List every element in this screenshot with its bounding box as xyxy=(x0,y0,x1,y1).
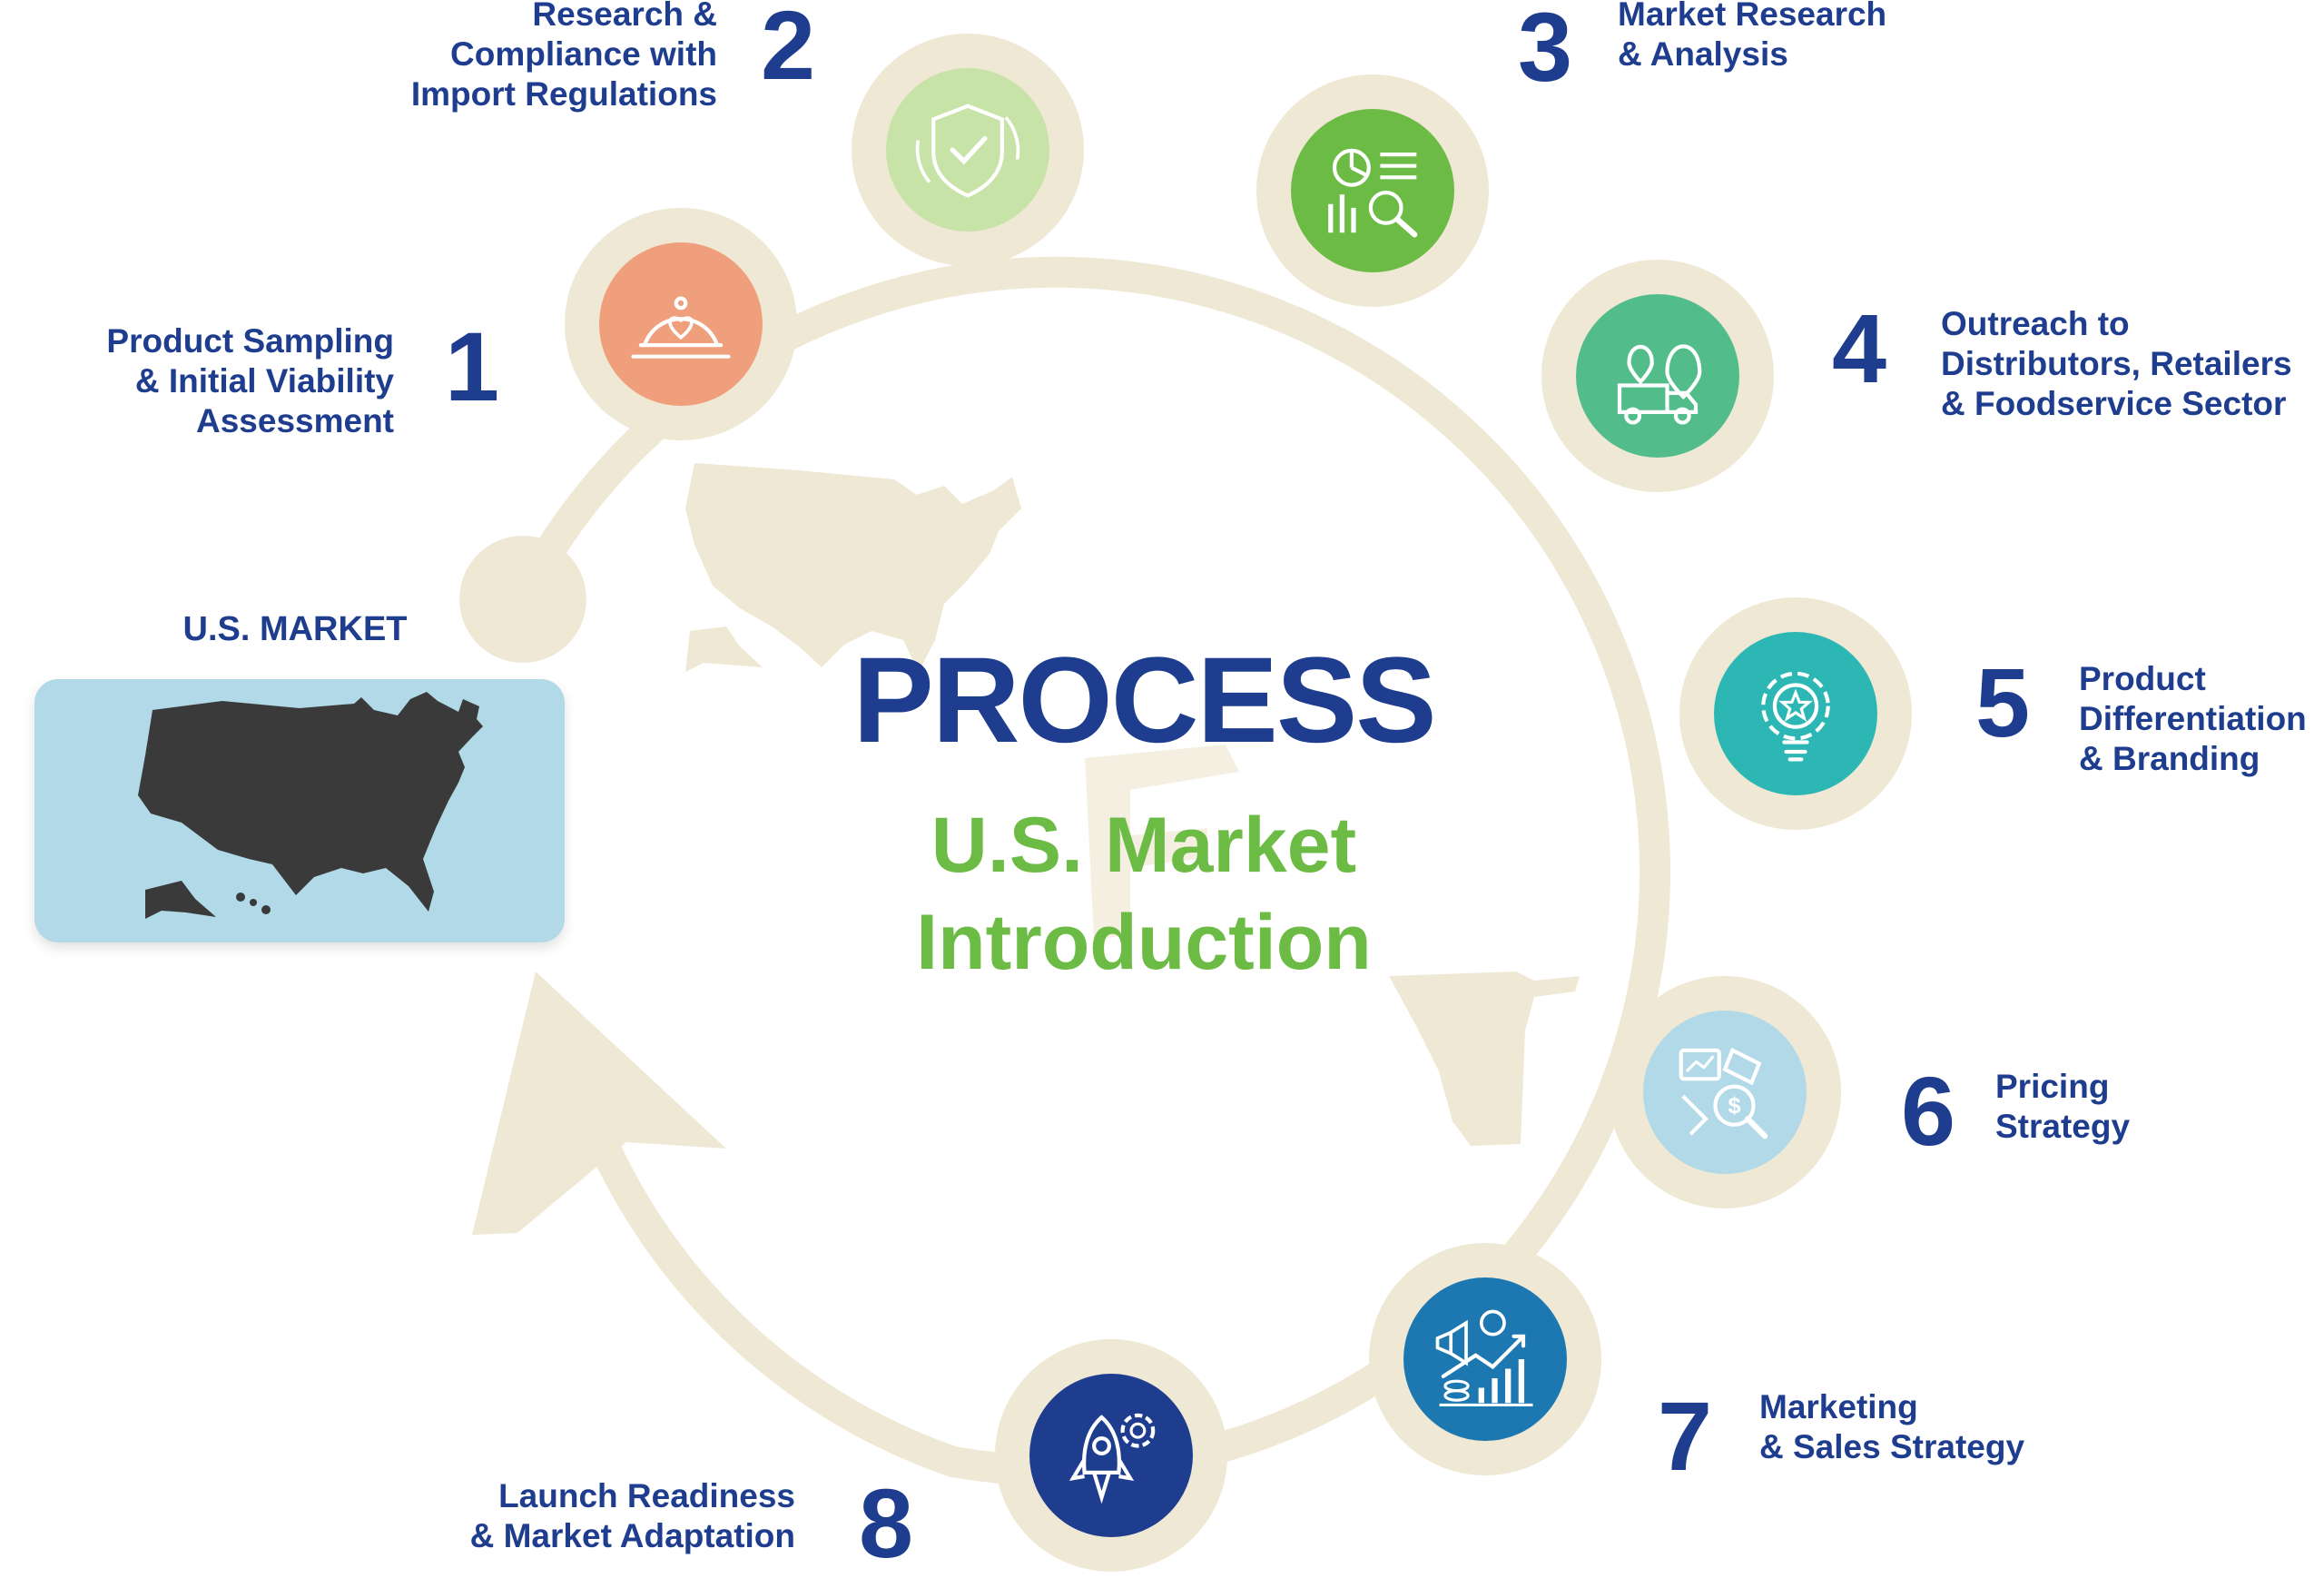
step-4-number: 4 xyxy=(1832,293,1887,403)
step-3-node xyxy=(1291,109,1454,272)
step-8-disc xyxy=(1029,1374,1193,1537)
step-2-node xyxy=(886,68,1049,232)
step-7-number: 7 xyxy=(1658,1381,1713,1491)
step-8-label: Launch Readiness& Market Adaptation xyxy=(469,1477,795,1554)
cycle-start-dot xyxy=(459,536,586,663)
shield-check-icon xyxy=(915,104,1020,198)
us-market-map-panel xyxy=(34,679,565,942)
step-1-node xyxy=(599,242,763,406)
namibia-map-watermark xyxy=(1389,971,1580,1146)
step-1-number: 1 xyxy=(445,311,500,421)
us-market-label: U.S. MARKET xyxy=(182,610,408,648)
analytics-magnifier-icon xyxy=(1328,148,1418,238)
step-2-number: 2 xyxy=(761,0,816,100)
step-6-disc xyxy=(1643,1011,1807,1174)
growth-chart-megaphone-icon xyxy=(1435,1309,1533,1406)
step-6-node: $ xyxy=(1643,1011,1807,1174)
step-1-disc xyxy=(599,242,763,406)
step-6-number: 6 xyxy=(1901,1056,1956,1166)
alaska-watermark xyxy=(685,626,763,672)
step-7-label: Marketing& Sales Strategy xyxy=(1759,1388,2025,1465)
cycle-track xyxy=(507,256,1670,1486)
step-4-disc xyxy=(1576,294,1739,458)
step-8-number: 8 xyxy=(859,1468,914,1578)
usa-map-watermark xyxy=(685,463,1021,672)
flag-watermark xyxy=(1085,745,1239,940)
step-5-node xyxy=(1714,632,1877,795)
step-3-number: 3 xyxy=(1518,0,1573,102)
step-2-disc xyxy=(886,68,1049,232)
step-7-disc xyxy=(1403,1277,1567,1441)
svg-text:$: $ xyxy=(1728,1093,1740,1119)
process-title: PROCESS xyxy=(852,633,1436,768)
step-7-node xyxy=(1403,1277,1567,1441)
step-3-label: Market Research& Analysis xyxy=(1618,0,1887,73)
process-subtitle-line2: Introduction xyxy=(916,899,1372,986)
step-4-node xyxy=(1576,294,1739,458)
step-3-disc xyxy=(1291,109,1454,272)
serving-cloche-heart-icon xyxy=(631,296,731,359)
process-subtitle-line1: U.S. Market xyxy=(931,802,1357,889)
delivery-truck-map-icon xyxy=(1617,344,1702,425)
cycle-arrowhead xyxy=(472,971,726,1235)
step-8-node xyxy=(1029,1374,1193,1537)
pricing-analysis-icon: $ xyxy=(1679,1047,1768,1139)
step-5-number: 5 xyxy=(1975,647,2031,757)
rocket-gear-icon xyxy=(1068,1413,1156,1504)
